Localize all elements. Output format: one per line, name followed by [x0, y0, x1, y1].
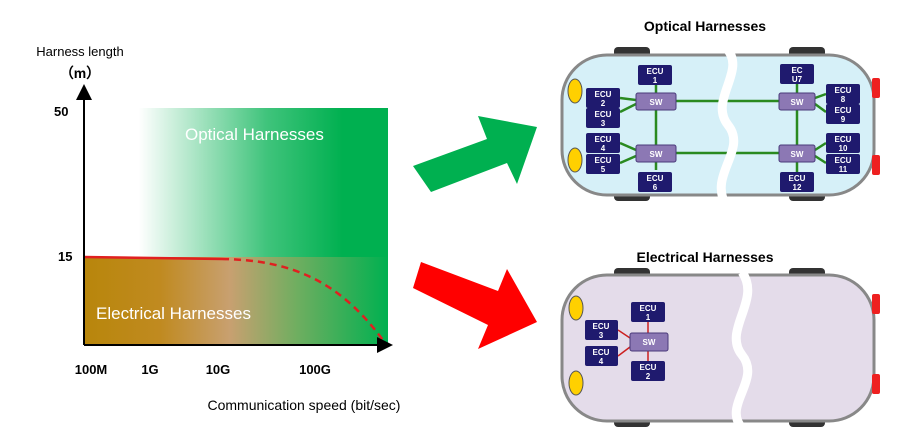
- svg-text:ECU: ECU: [789, 174, 806, 183]
- ecu-box: ECU 1: [631, 302, 665, 322]
- switch-box: [778, 144, 816, 163]
- svg-text:12: 12: [793, 183, 802, 192]
- ecu-box: ECU 4: [586, 133, 620, 153]
- ecu-box: ECU 11: [826, 154, 860, 174]
- svg-text:ECU: ECU: [640, 363, 657, 372]
- ecu-box: ECU 3: [585, 320, 618, 340]
- x-tick-100g: 100G: [299, 362, 331, 377]
- svg-text:1: 1: [653, 76, 658, 85]
- svg-text:ECU: ECU: [640, 304, 657, 313]
- break-line: [731, 269, 753, 431]
- x-tick-100m: 100M: [75, 362, 108, 377]
- optical-car: Optical Harnesses: [560, 18, 880, 208]
- optical-region: [84, 108, 388, 257]
- limit-curve-dashed: [221, 257, 387, 344]
- electrical-arrow: [413, 262, 537, 349]
- headlight-icon: [568, 370, 584, 396]
- ecu-box: ECU 6: [638, 172, 672, 192]
- svg-text:ECU: ECU: [647, 174, 664, 183]
- ecu-box: ECU 3: [586, 108, 620, 128]
- svg-text:ECU: ECU: [835, 106, 852, 115]
- svg-text:EC: EC: [791, 66, 802, 75]
- electrical-car-title: Electrical Harnesses: [637, 249, 774, 265]
- switch-label: SW: [791, 98, 804, 107]
- y-tick-50: 50: [54, 104, 68, 119]
- svg-text:10: 10: [839, 144, 848, 153]
- ecu-box: ECU 5: [586, 154, 620, 174]
- svg-text:9: 9: [841, 115, 846, 124]
- y-axis-label: Harness length: [36, 44, 123, 59]
- svg-text:4: 4: [599, 357, 604, 366]
- svg-text:2: 2: [601, 99, 606, 108]
- x-axis-label: Communication speed (bit/sec): [208, 397, 401, 413]
- switch-box: [635, 144, 677, 163]
- optical-car-title: Optical Harnesses: [644, 18, 766, 34]
- ecu-box: ECU 9: [826, 104, 860, 124]
- svg-text:ECU: ECU: [595, 156, 612, 165]
- svg-text:ECU: ECU: [595, 90, 612, 99]
- optical-arrow: [413, 116, 537, 192]
- switch-label: SW: [643, 338, 656, 347]
- svg-text:3: 3: [601, 119, 606, 128]
- svg-text:ECU: ECU: [835, 156, 852, 165]
- speed-length-chart: Harness length （m） 50 15 100M 1G 10G 100…: [36, 44, 400, 413]
- svg-text:U7: U7: [792, 75, 803, 84]
- svg-text:4: 4: [601, 144, 606, 153]
- svg-text:ECU: ECU: [595, 110, 612, 119]
- ecu-box: ECU 10: [826, 133, 860, 153]
- svg-text:5: 5: [601, 165, 606, 174]
- y-axis-unit: （m）: [60, 65, 100, 81]
- optical-region-label: Optical Harnesses: [185, 125, 324, 144]
- svg-text:ECU: ECU: [647, 67, 664, 76]
- ecu-box: ECU 4: [585, 346, 618, 366]
- ecu-box: ECU 2: [631, 361, 665, 381]
- ecu-box: ECU 2: [586, 88, 620, 108]
- break-line: [716, 44, 739, 208]
- electrical-region: [84, 257, 388, 345]
- switch-box: [629, 332, 669, 352]
- svg-text:3: 3: [599, 331, 604, 340]
- svg-text:8: 8: [841, 95, 846, 104]
- svg-text:11: 11: [839, 165, 848, 174]
- ecu-box: ECU 8: [826, 84, 860, 104]
- electrical-car: Electrical Harnesses SW ECU 1: [560, 249, 880, 431]
- headlight-icon: [568, 295, 584, 321]
- svg-text:6: 6: [653, 183, 658, 192]
- switch-label: SW: [650, 98, 663, 107]
- switch-box: [635, 92, 677, 111]
- electrical-region-label: Electrical Harnesses: [96, 304, 251, 323]
- svg-text:ECU: ECU: [595, 135, 612, 144]
- svg-text:2: 2: [646, 372, 651, 381]
- svg-text:1: 1: [646, 313, 651, 322]
- ecu-box: ECU 12: [780, 172, 814, 192]
- y-tick-15: 15: [58, 249, 72, 264]
- x-tick-1g: 1G: [141, 362, 158, 377]
- svg-text:ECU: ECU: [835, 135, 852, 144]
- switch-label: SW: [650, 150, 663, 159]
- ecu-box: EC U7: [780, 64, 814, 84]
- svg-text:ECU: ECU: [593, 348, 610, 357]
- switch-label: SW: [791, 150, 804, 159]
- switch-box: [778, 92, 816, 111]
- svg-text:ECU: ECU: [593, 322, 610, 331]
- headlight-icon: [567, 147, 583, 173]
- svg-text:ECU: ECU: [835, 86, 852, 95]
- limit-line-solid: [83, 255, 223, 261]
- headlight-icon: [567, 78, 583, 104]
- ecu-box: ECU 1: [638, 65, 672, 85]
- x-tick-10g: 10G: [206, 362, 231, 377]
